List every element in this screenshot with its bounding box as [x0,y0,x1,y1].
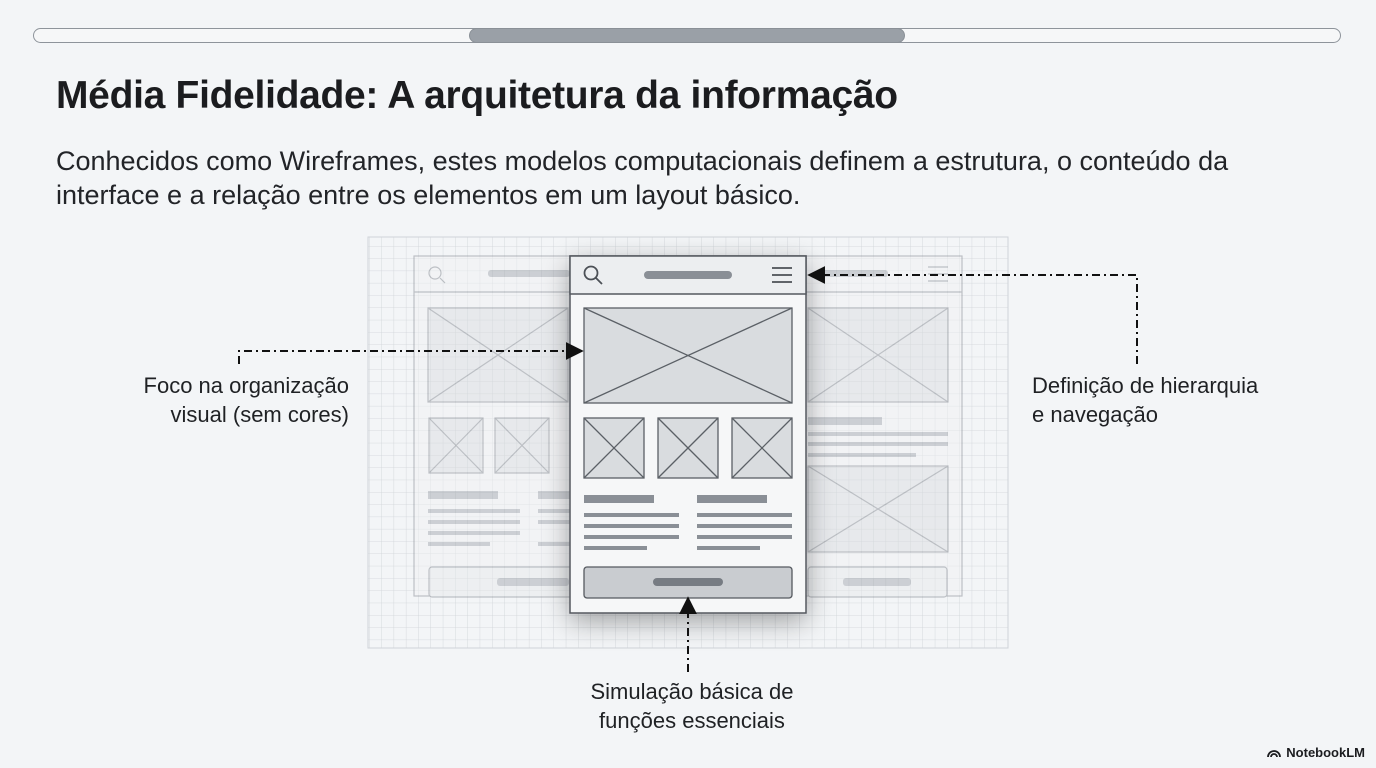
page-title: Média Fidelidade: A arquitetura da infor… [56,74,898,117]
page-subtitle: Conhecidos como Wireframes, estes modelo… [56,146,1229,210]
callout-bottom: Simulação básica de funções essenciais [540,677,844,735]
callout-right-line1: Definição de hierarquia [1032,373,1259,398]
slide-progress-thumb[interactable] [468,27,906,43]
brand-watermark: NotebookLM [1267,745,1365,760]
search-icon [583,265,603,285]
brand-name: NotebookLM [1286,745,1365,760]
callout-left-line2: visual (sem cores) [170,402,349,427]
callout-right-line2: e navegação [1032,402,1158,427]
callout-left-line1: Foco na organização [143,373,349,398]
mobile-wireframe [569,255,807,614]
callout-bottom-line1: Simulação básica de [590,679,794,704]
thumbnail-row [583,417,793,479]
slide-progress-bar[interactable] [33,27,1341,43]
callout-arrow-right [807,266,1138,364]
text-columns [584,495,792,550]
callout-bottom-line2: funções essenciais [599,708,785,733]
header-title-bar [644,271,732,279]
notebooklm-logo-icon [1267,750,1282,758]
callout-left: Foco na organização visual (sem cores) [144,371,349,429]
callout-arrow-left [238,342,584,364]
callout-right: Definição de hierarquia e navegação [1032,371,1258,429]
hamburger-menu-icon [772,267,792,283]
image-placeholder-icon [583,307,793,404]
